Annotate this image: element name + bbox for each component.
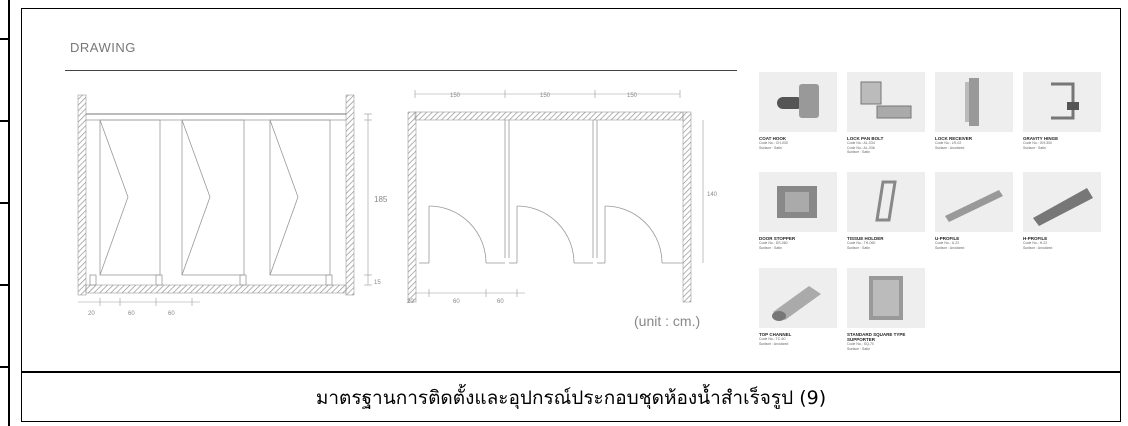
- accessory-name: TISSUE HOLDER: [847, 236, 884, 241]
- coat-hook-icon: [759, 72, 837, 132]
- accessory-tile: U-PROFILE Code No.: U-22 Surface : Anodi…: [935, 172, 1013, 250]
- accessory-desc: Code No.: AL-034 Code No.: AL-036 Surfac…: [847, 141, 875, 154]
- unit-label: (unit : cm.): [634, 313, 701, 329]
- plan-top-label: 150: [540, 93, 551, 99]
- square-supporter-icon: [847, 268, 925, 328]
- elevation-height-label: 185: [374, 195, 388, 204]
- accessory-desc: Code No.: GH-300 Surface : Satin: [1023, 141, 1052, 150]
- accessory-desc: Code No.: TH-060 Surface : Satin: [847, 241, 876, 250]
- left-margin-rule: [0, 0, 10, 426]
- accessory-tile: LOCK RECEIVER Code No.: LR-02 Surface : …: [935, 72, 1013, 150]
- accessory-name: DOOR STOPPER: [759, 236, 796, 241]
- accessory-name: LOCK RECEIVER: [935, 136, 973, 141]
- document-frame: มาตรฐานการติดตั้งและอุปกรณ์ประกอบชุดห้อง…: [21, 8, 1121, 422]
- accessory-desc: Code No.: H-22 Surface : Anodized: [1023, 241, 1053, 250]
- accessory-tile: DOOR STOPPER Code No.: DS-060 Surface : …: [759, 172, 837, 250]
- margin-tick: [0, 120, 9, 122]
- accessory-name: LOCK PAN BOLT: [847, 136, 884, 141]
- margin-tick: [0, 366, 9, 368]
- accessory-grid: COAT HOOK Code No.: CH-030 Surface : Sat…: [759, 72, 1104, 352]
- accessory-name: TOP CHANNEL: [759, 332, 792, 337]
- lock-pan-bolt-icon: [847, 72, 925, 132]
- accessory-tile: TISSUE HOLDER Code No.: TH-060 Surface :…: [847, 172, 925, 250]
- plan-side-label: 140: [707, 192, 718, 198]
- door-stopper-icon: [759, 172, 837, 232]
- plan-bottom-label: 20: [407, 299, 414, 305]
- accessory-desc: Code No.: CH-030 Surface : Satin: [759, 141, 788, 150]
- margin-tick: [0, 38, 9, 40]
- accessory-tile: LOCK PAN BOLT Code No.: AL-034 Code No.:…: [847, 72, 925, 155]
- plan-bottom-label: 60: [453, 299, 460, 305]
- elevation-drawing: 20 60 60 15 185: [77, 94, 388, 317]
- plan-bottom-label: 60: [497, 299, 504, 305]
- tissue-holder-icon: [847, 172, 925, 232]
- margin-tick: [0, 202, 9, 204]
- margin-tick: [0, 284, 9, 286]
- accessory-tile: TOP CHANNEL Code No.: TC-60 Surface : An…: [759, 268, 837, 346]
- margin-line: [8, 0, 10, 426]
- plan-top-label: 150: [627, 93, 638, 99]
- accessory-desc: Code No.: TC-60 Surface : Anodized: [759, 337, 789, 346]
- title-rule: [65, 70, 737, 71]
- accessory-tile: H-PROFILE Code No.: H-22 Surface : Anodi…: [1023, 172, 1101, 250]
- accessory-name: U-PROFILE: [935, 236, 960, 241]
- elevation-width-label: 20: [88, 311, 95, 317]
- accessory-name: STANDARD SQUARE TYPE SUPPORTER: [847, 332, 906, 342]
- accessory-tile: STANDARD SQUARE TYPE SUPPORTER Code No.:…: [847, 268, 925, 351]
- accessory-name: COAT HOOK: [759, 136, 787, 141]
- top-channel-icon: [759, 268, 837, 328]
- elevation-width-label: 60: [128, 311, 135, 317]
- elevation-width-label: 60: [168, 311, 175, 317]
- accessory-tile: COAT HOOK Code No.: CH-030 Surface : Sat…: [759, 72, 837, 150]
- plan-top-label: 150: [450, 93, 461, 99]
- drawing-title: DRAWING: [70, 40, 136, 55]
- accessory-desc: Code No.: DS-060 Surface : Satin: [759, 241, 788, 250]
- u-profile-icon: [935, 172, 1013, 232]
- h-profile-icon: [1023, 172, 1101, 232]
- accessory-tile: GRAVITY HINGE Code No.: GH-300 Surface :…: [1023, 72, 1101, 150]
- accessory-name: H-PROFILE: [1023, 236, 1048, 241]
- accessory-name: GRAVITY HINGE: [1023, 136, 1059, 141]
- lock-receiver-icon: [935, 72, 1013, 132]
- caption-separator: [22, 371, 1120, 373]
- page-caption: มาตรฐานการติดตั้งและอุปกรณ์ประกอบชุดห้อง…: [315, 387, 827, 409]
- accessory-desc: Code No.: SQ-70 Surface : Satin: [847, 342, 874, 351]
- elevation-height-label: 15: [374, 280, 381, 286]
- gravity-hinge-icon: [1023, 72, 1101, 132]
- accessory-desc: Code No.: U-22 Surface : Anodized: [935, 241, 965, 250]
- accessory-desc: Code No.: LR-02 Surface : Anodized: [935, 141, 965, 150]
- plan-drawing: 150 150 150 20 60 60 140: [407, 90, 718, 305]
